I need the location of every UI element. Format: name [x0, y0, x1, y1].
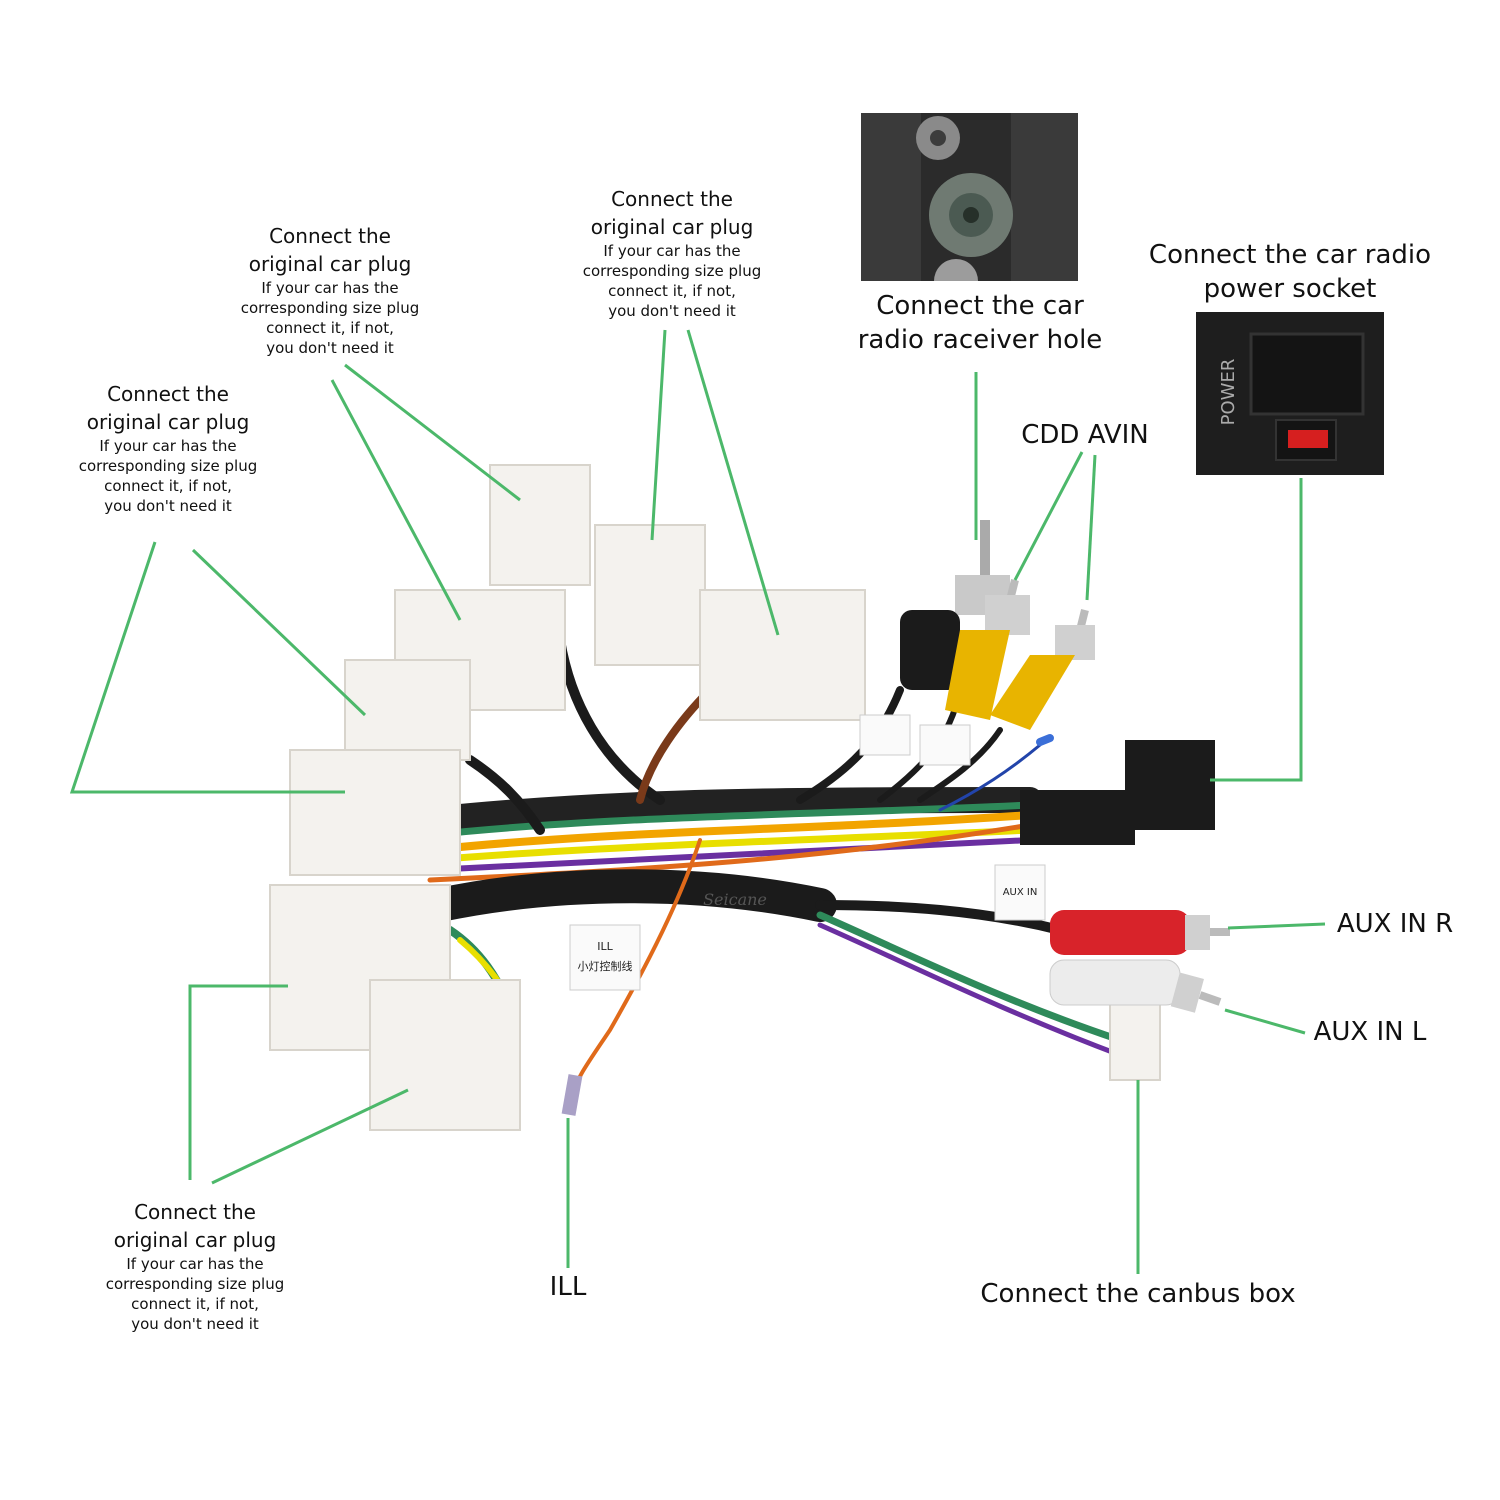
label-plug-bottom-left-title-2: original car plug — [113, 1228, 277, 1252]
label-plug-bottom-left-note-2: corresponding size plug — [105, 1275, 285, 1293]
label-plug-top-left-title-1: Connect the — [269, 224, 391, 248]
label-plug-left-note-4: you don't need it — [104, 497, 232, 515]
label-receiver-hole: Connect the car radio raceiver hole — [845, 289, 1115, 357]
label-plug-top-left-title-2: original car plug — [248, 252, 412, 276]
leader-cdd-b — [1085, 454, 1097, 601]
aux-rca-plugs — [1049, 910, 1230, 1013]
tag-ill-text-1: ILL — [597, 940, 613, 953]
cable-bundle — [417, 635, 1124, 1102]
label-plug-top-left-note-4: you don't need it — [266, 339, 394, 357]
leader-left-a — [69, 541, 345, 794]
label-plug-left-note-3: connect it, if not, — [104, 477, 232, 495]
leader-cdd-a — [1013, 451, 1084, 581]
label-plug-top-center-note-4: you don't need it — [608, 302, 736, 320]
label-plug-bottom-left-note-1: If your car has the — [126, 1255, 264, 1273]
label-cdd-avin: CDD AVIN — [1010, 418, 1160, 452]
antenna-and-cdd-plugs — [859, 520, 1095, 766]
label-canbus: Connect the canbus box — [958, 1277, 1318, 1311]
label-plug-left-title-1: Connect the — [107, 382, 229, 406]
label-ill-text: ILL — [549, 1272, 587, 1302]
power-socket-text: POWER — [1218, 359, 1239, 426]
label-plug-bottom-left-note-4: you don't need it — [131, 1315, 259, 1333]
white-connectors — [269, 464, 1161, 1131]
label-power-socket: Connect the car radio power socket — [1145, 238, 1435, 306]
leader-aux-r — [1227, 922, 1326, 930]
leader-bottom-left-a — [188, 984, 288, 1180]
label-plug-left-note-1: If your car has the — [99, 437, 237, 455]
leader-left-b — [191, 548, 367, 717]
label-power-socket-line-1: Connect the car radio — [1148, 240, 1432, 270]
receiver-hole-photo — [861, 113, 1078, 281]
label-aux-in-r-text: AUX IN R — [1336, 909, 1454, 939]
label-plug-top-left-note-2: corresponding size plug — [240, 299, 420, 317]
label-receiver-hole-line-1: Connect the car — [876, 291, 1084, 321]
tag-ill-text-2: 小灯控制线 — [578, 959, 633, 973]
leader-top-center-a — [650, 329, 667, 541]
label-plug-top-center: Connect the original car plug If your ca… — [572, 185, 772, 321]
label-plug-bottom-left: Connect the original car plug If your ca… — [95, 1198, 295, 1334]
leader-top-left-a — [344, 363, 521, 502]
leader-power — [1210, 478, 1303, 782]
leader-aux-l — [1224, 1008, 1306, 1035]
harness-tags: ILL 小灯控制线 AUX IN Seicane — [569, 864, 1046, 991]
label-plug-top-center-note-3: connect it, if not, — [608, 282, 736, 300]
label-plug-bottom-left-title-1: Connect the — [134, 1200, 256, 1224]
label-plug-top-left-note-3: connect it, if not, — [266, 319, 394, 337]
label-plug-left-title-2: original car plug — [86, 410, 250, 434]
leader-bottom-left-b — [211, 1088, 409, 1185]
power-connector — [1020, 740, 1215, 845]
label-canbus-text: Connect the canbus box — [980, 1279, 1296, 1309]
label-plug-top-center-title-1: Connect the — [611, 187, 733, 211]
power-socket-photo: POWER — [1196, 312, 1384, 475]
tag-aux-text: AUX IN — [1003, 887, 1038, 898]
label-plug-left-note-2: corresponding size plug — [78, 457, 258, 475]
label-plug-top-left: Connect the original car plug If your ca… — [230, 222, 430, 358]
label-plug-bottom-left-note-3: connect it, if not, — [131, 1295, 259, 1313]
label-receiver-hole-line-2: radio raceiver hole — [857, 325, 1103, 355]
label-cdd-avin-text: CDD AVIN — [1021, 420, 1149, 450]
label-aux-in-l-text: AUX IN L — [1313, 1017, 1427, 1047]
wire-tips — [561, 734, 1054, 1116]
leader-top-center-b — [686, 329, 780, 636]
label-plug-top-center-note-1: If your car has the — [603, 242, 741, 260]
leader-top-left-b — [330, 379, 462, 621]
label-power-socket-line-2: power socket — [1203, 274, 1377, 304]
brand-mark: Seicane — [703, 890, 767, 909]
label-plug-top-center-note-2: corresponding size plug — [582, 262, 762, 280]
label-ill: ILL — [528, 1270, 608, 1304]
label-plug-left: Connect the original car plug If your ca… — [68, 380, 268, 516]
label-plug-top-center-title-2: original car plug — [590, 215, 754, 239]
label-plug-top-left-note-1: If your car has the — [261, 279, 399, 297]
label-aux-in-l: AUX IN L — [1305, 1015, 1435, 1049]
label-aux-in-r: AUX IN R — [1330, 907, 1460, 941]
